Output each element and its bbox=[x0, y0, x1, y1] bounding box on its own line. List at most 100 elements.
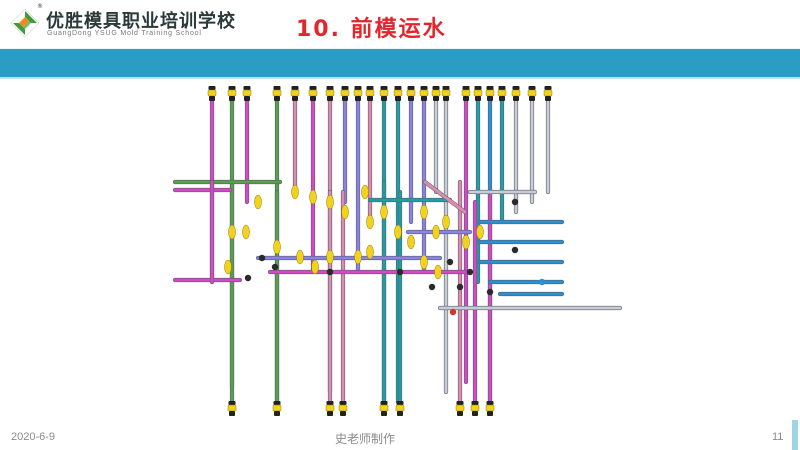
registered-mark: ® bbox=[37, 3, 43, 10]
pipe-junction bbox=[449, 308, 457, 316]
pipe-junction bbox=[538, 278, 546, 286]
fitting-plug bbox=[381, 411, 387, 416]
fitting-plug bbox=[367, 96, 373, 101]
footer-author: 史老师制作 bbox=[335, 432, 396, 446]
fitting-plug bbox=[340, 411, 346, 416]
fitting-plug bbox=[463, 96, 469, 101]
fitting-connector bbox=[207, 89, 217, 97]
fitting-connector bbox=[325, 89, 335, 97]
fitting-connector bbox=[485, 404, 495, 412]
baffle-plug bbox=[394, 224, 402, 240]
fitting-plug bbox=[229, 96, 235, 101]
pipe-junction bbox=[258, 254, 266, 262]
fitting-plug bbox=[443, 96, 449, 101]
fitting-nut bbox=[394, 86, 402, 90]
baffle-plug bbox=[462, 234, 470, 250]
baffle-plug bbox=[380, 204, 388, 220]
baffle-plug bbox=[476, 224, 484, 240]
fitting-plug bbox=[475, 96, 481, 101]
baffle-plug bbox=[432, 224, 440, 240]
fitting-nut bbox=[228, 86, 236, 90]
school-name: 优胜模具职业培训学校 bbox=[46, 11, 236, 32]
fitting-plug bbox=[310, 96, 316, 101]
header-band bbox=[0, 48, 800, 77]
fitting-plug bbox=[433, 96, 439, 101]
fitting-nut bbox=[243, 86, 251, 90]
fitting-nut bbox=[366, 86, 374, 90]
baffle-plug bbox=[420, 254, 428, 270]
fitting-connector bbox=[290, 89, 300, 97]
fitting-connector bbox=[365, 89, 375, 97]
fitting-connector bbox=[395, 404, 405, 412]
fitting-connector bbox=[461, 89, 471, 97]
fitting-nut bbox=[498, 86, 506, 90]
baffle-plug bbox=[254, 194, 262, 210]
baffle-plug bbox=[366, 244, 374, 260]
fitting-plug bbox=[487, 96, 493, 101]
fitting-nut bbox=[528, 86, 536, 90]
school-name-english: GuangDong YSUG Mold Training School bbox=[47, 30, 202, 37]
fitting-connector bbox=[379, 404, 389, 412]
pipe-junction bbox=[271, 263, 279, 271]
pipe-junction bbox=[244, 274, 252, 282]
footer-date: 2020-6-9 bbox=[11, 431, 56, 443]
fitting-connector bbox=[308, 89, 318, 97]
fitting-nut bbox=[273, 86, 281, 90]
fitting-nut bbox=[291, 86, 299, 90]
fitting-nut bbox=[456, 401, 464, 405]
fitting-connector bbox=[497, 89, 507, 97]
pipe-junction bbox=[511, 246, 519, 254]
fitting-nut bbox=[341, 86, 349, 90]
cooling-channel-diagram bbox=[172, 86, 623, 416]
fitting-nut bbox=[442, 86, 450, 90]
fitting-plug bbox=[209, 96, 215, 101]
fitting-plug bbox=[274, 96, 280, 101]
fitting-connector bbox=[473, 89, 483, 97]
baffle-plug bbox=[407, 234, 415, 250]
baffle-plug bbox=[309, 189, 317, 205]
baffle-plug bbox=[354, 249, 362, 265]
fitting-nut bbox=[544, 86, 552, 90]
fitting-connector bbox=[379, 89, 389, 97]
baffle-plug bbox=[296, 249, 304, 265]
fitting-plug bbox=[421, 96, 427, 101]
fitting-plug bbox=[395, 96, 401, 101]
fitting-nut bbox=[486, 401, 494, 405]
fitting-plug bbox=[292, 96, 298, 101]
fitting-connector bbox=[485, 89, 495, 97]
fitting-plug bbox=[244, 96, 250, 101]
fitting-plug bbox=[513, 96, 519, 101]
fitting-connector bbox=[511, 89, 521, 97]
fitting-nut bbox=[326, 401, 334, 405]
slide-title: 10. 前模运水 bbox=[296, 17, 447, 42]
fitting-nut bbox=[339, 401, 347, 405]
pipe-junction bbox=[396, 268, 404, 276]
footer-accent-bar bbox=[792, 420, 798, 450]
fitting-connector bbox=[470, 404, 480, 412]
pipe-junction bbox=[511, 198, 519, 206]
baffle-plug bbox=[420, 204, 428, 220]
fitting-plug bbox=[529, 96, 535, 101]
fitting-connector bbox=[227, 404, 237, 412]
fitting-connector bbox=[227, 89, 237, 97]
fitting-plug bbox=[499, 96, 505, 101]
fitting-connector bbox=[543, 89, 553, 97]
baffle-plug bbox=[242, 224, 250, 240]
fitting-nut bbox=[326, 86, 334, 90]
page-number: 11 bbox=[772, 431, 784, 443]
fitting-plug bbox=[457, 411, 463, 416]
baffle-plug bbox=[291, 184, 299, 200]
fitting-plug bbox=[487, 411, 493, 416]
pipe-junction bbox=[326, 268, 334, 276]
fitting-connector bbox=[325, 404, 335, 412]
fitting-nut bbox=[407, 86, 415, 90]
baffle-plug bbox=[442, 214, 450, 230]
fitting-connector bbox=[455, 404, 465, 412]
baffle-plug bbox=[341, 204, 349, 220]
header-band-strip bbox=[0, 77, 800, 79]
baffle-plug bbox=[361, 184, 369, 200]
fitting-connector bbox=[242, 89, 252, 97]
slide-header: ® 优胜模具职业培训学校 GuangDong YSUG Mold Trainin… bbox=[0, 0, 800, 48]
fitting-connector bbox=[340, 89, 350, 97]
